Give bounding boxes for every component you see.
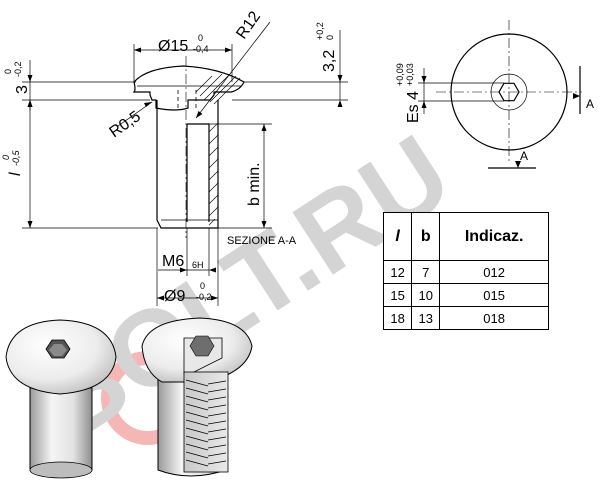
hex-socket-cutaway-icon — [189, 335, 215, 357]
shank-diameter-label: Ø9 — [164, 288, 185, 305]
section-label: SEZIONE A-A — [227, 235, 297, 247]
shank-tol-upper: 0 — [200, 281, 205, 291]
top-view: Es 4 +0,09 +0,03 A A — [395, 20, 594, 169]
head-height-left-tol-lower: -0,2 — [13, 61, 23, 77]
table-header-row: l b Indicaz. — [382, 212, 549, 261]
fillet-radius-label: R0,5 — [107, 108, 145, 141]
section-mark-top: A — [586, 97, 594, 111]
internal-thread — [185, 379, 227, 467]
cell-code: 012 — [439, 260, 549, 284]
head-diameter-label: Ø15 — [158, 38, 188, 55]
table-row: 18 13 018 — [382, 306, 549, 330]
head-height-right-tol-lower: 0 — [325, 35, 335, 40]
header-length: l — [382, 212, 413, 261]
dimension-table: l b Indicaz. 12 7 012 15 10 015 18 13 01… — [382, 212, 549, 330]
head-height-right-label: 3,2 — [321, 50, 338, 72]
head-height-left-label: 3 — [14, 85, 31, 94]
head-diameter-tol-lower: -0,4 — [193, 44, 209, 54]
cell-thread-depth: 7 — [411, 260, 441, 284]
bolt-cutaway-view — [141, 317, 253, 477]
cell-length: 15 — [382, 283, 413, 307]
length-label: l — [7, 172, 24, 176]
cell-thread-depth: 10 — [411, 283, 441, 307]
cell-thread-depth: 13 — [411, 306, 441, 330]
table-row: 12 7 012 — [382, 260, 549, 284]
cell-length: 12 — [382, 260, 413, 284]
hex-socket-label: Es 4 — [405, 91, 422, 123]
section-hatching — [195, 73, 241, 226]
head-diameter-tol-upper: 0 — [198, 33, 203, 43]
head-radius-label: R12 — [233, 8, 264, 42]
cell-code: 018 — [439, 306, 549, 330]
cell-code: 015 — [439, 283, 549, 307]
thread-label: M6 — [162, 253, 184, 270]
head-height-left-tol-upper: 0 — [3, 69, 13, 74]
thread-depth-label: b min. — [246, 162, 263, 206]
bolt-3d-view — [5, 319, 117, 479]
length-tol-lower: -0,5 — [11, 149, 21, 166]
length-tol-upper: 0 — [1, 155, 11, 160]
hex-socket-tol-lower: +0,03 — [405, 63, 415, 86]
section-view: Ø15 0 -0,4 R12 3,2 +0,2 0 3 0 -0,2 R0,5 … — [1, 8, 348, 306]
thread-tol: 6H — [192, 260, 204, 270]
header-code: Indicaz. — [439, 212, 549, 261]
table-row: 15 10 015 — [382, 283, 549, 307]
head-height-right-tol-upper: +0,2 — [315, 22, 325, 40]
section-mark-bottom: A — [520, 149, 528, 163]
hex-socket-tol-upper: +0,09 — [395, 63, 405, 86]
cell-length: 18 — [382, 306, 413, 330]
header-thread-depth: b — [411, 212, 441, 261]
shank-tol-lower: -0,2 — [196, 292, 212, 302]
